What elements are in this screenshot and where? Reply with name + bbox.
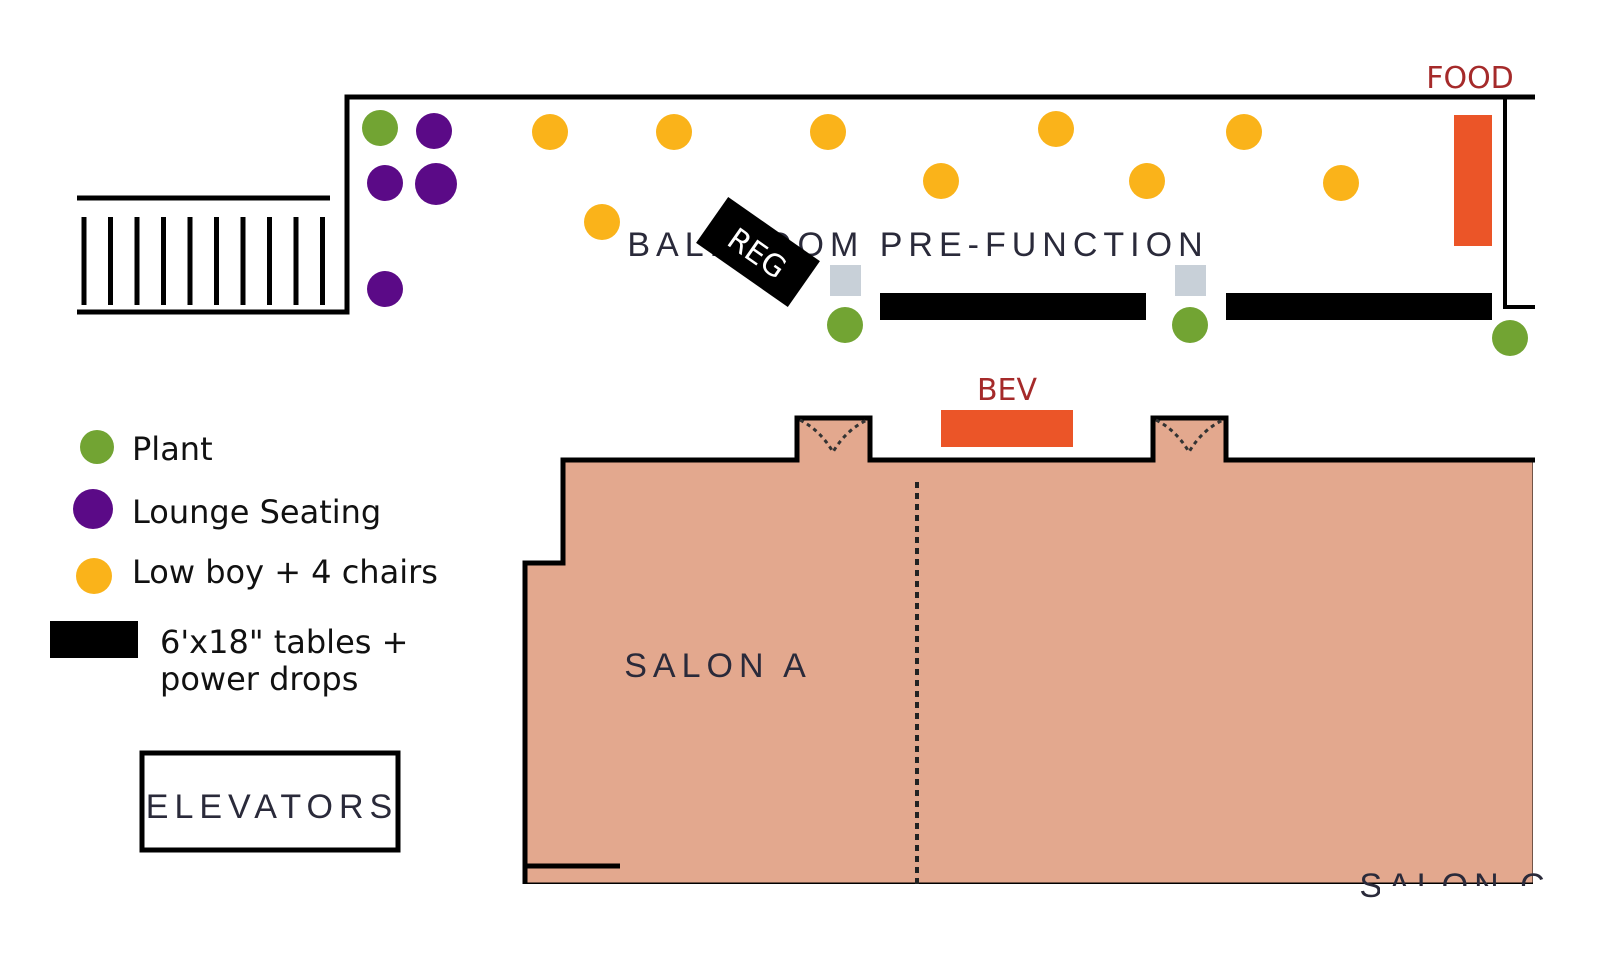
table: [1226, 293, 1492, 320]
lowboy-dot: [532, 114, 568, 150]
legend-label-table-line1: 6'x18" tables +: [160, 623, 408, 661]
pedestal: [830, 265, 861, 296]
purple-circle-icon: [73, 489, 113, 529]
table: [880, 293, 1146, 320]
lounge-dot: [367, 165, 403, 201]
green-circle-icon: [80, 430, 114, 464]
plant-dot: [827, 307, 863, 343]
lounge-dot: [416, 113, 452, 149]
food-label: FOOD: [1426, 61, 1514, 96]
crop-mask: [522, 884, 1542, 892]
lowboy-dot: [584, 204, 620, 240]
bev-label: BEV: [977, 373, 1038, 408]
lounge-dot: [367, 271, 403, 307]
lowboy-dot: [1129, 163, 1165, 199]
food-wall: [1503, 97, 1535, 309]
plant-dot: [1492, 320, 1528, 356]
legend-label-lounge: Lounge Seating: [132, 493, 381, 531]
registration-table: REG: [696, 196, 820, 308]
legend: Plant Lounge Seating Low boy + 4 chairs …: [50, 430, 438, 698]
legend-label-table-line2: power drops: [160, 660, 358, 698]
legend-label-lowboy: Low boy + 4 chairs: [132, 553, 438, 591]
door-swing-left: [799, 418, 868, 455]
furniture-dots: [362, 110, 1528, 356]
elevators-box: [139, 750, 401, 853]
pedestal: [1175, 265, 1206, 296]
door-swing-right: [1155, 418, 1224, 455]
crop-mask-right: [1533, 455, 1543, 890]
salon-a-label: SALON A: [624, 647, 812, 685]
prefunction-wall: [77, 94, 1535, 315]
plant-dot: [1172, 307, 1208, 343]
stairs: [81, 217, 325, 305]
crop-mask-label: [1380, 886, 1580, 959]
lowboy-dot: [923, 163, 959, 199]
lowboy-dot: [656, 114, 692, 150]
yellow-circle-icon: [76, 558, 112, 594]
elevators-label: ELEVATORS: [146, 788, 398, 826]
lowboy-dot: [1226, 114, 1262, 150]
plant-dot: [362, 110, 398, 146]
lowboy-dot: [1323, 165, 1359, 201]
lowboy-dot: [1038, 111, 1074, 147]
lounge-dot: [415, 163, 457, 205]
food-station: [1454, 115, 1492, 246]
lowboy-dot: [810, 114, 846, 150]
legend-label-plant: Plant: [132, 430, 213, 468]
black-rectangle-icon: [50, 621, 138, 658]
bev-station: [941, 410, 1073, 447]
